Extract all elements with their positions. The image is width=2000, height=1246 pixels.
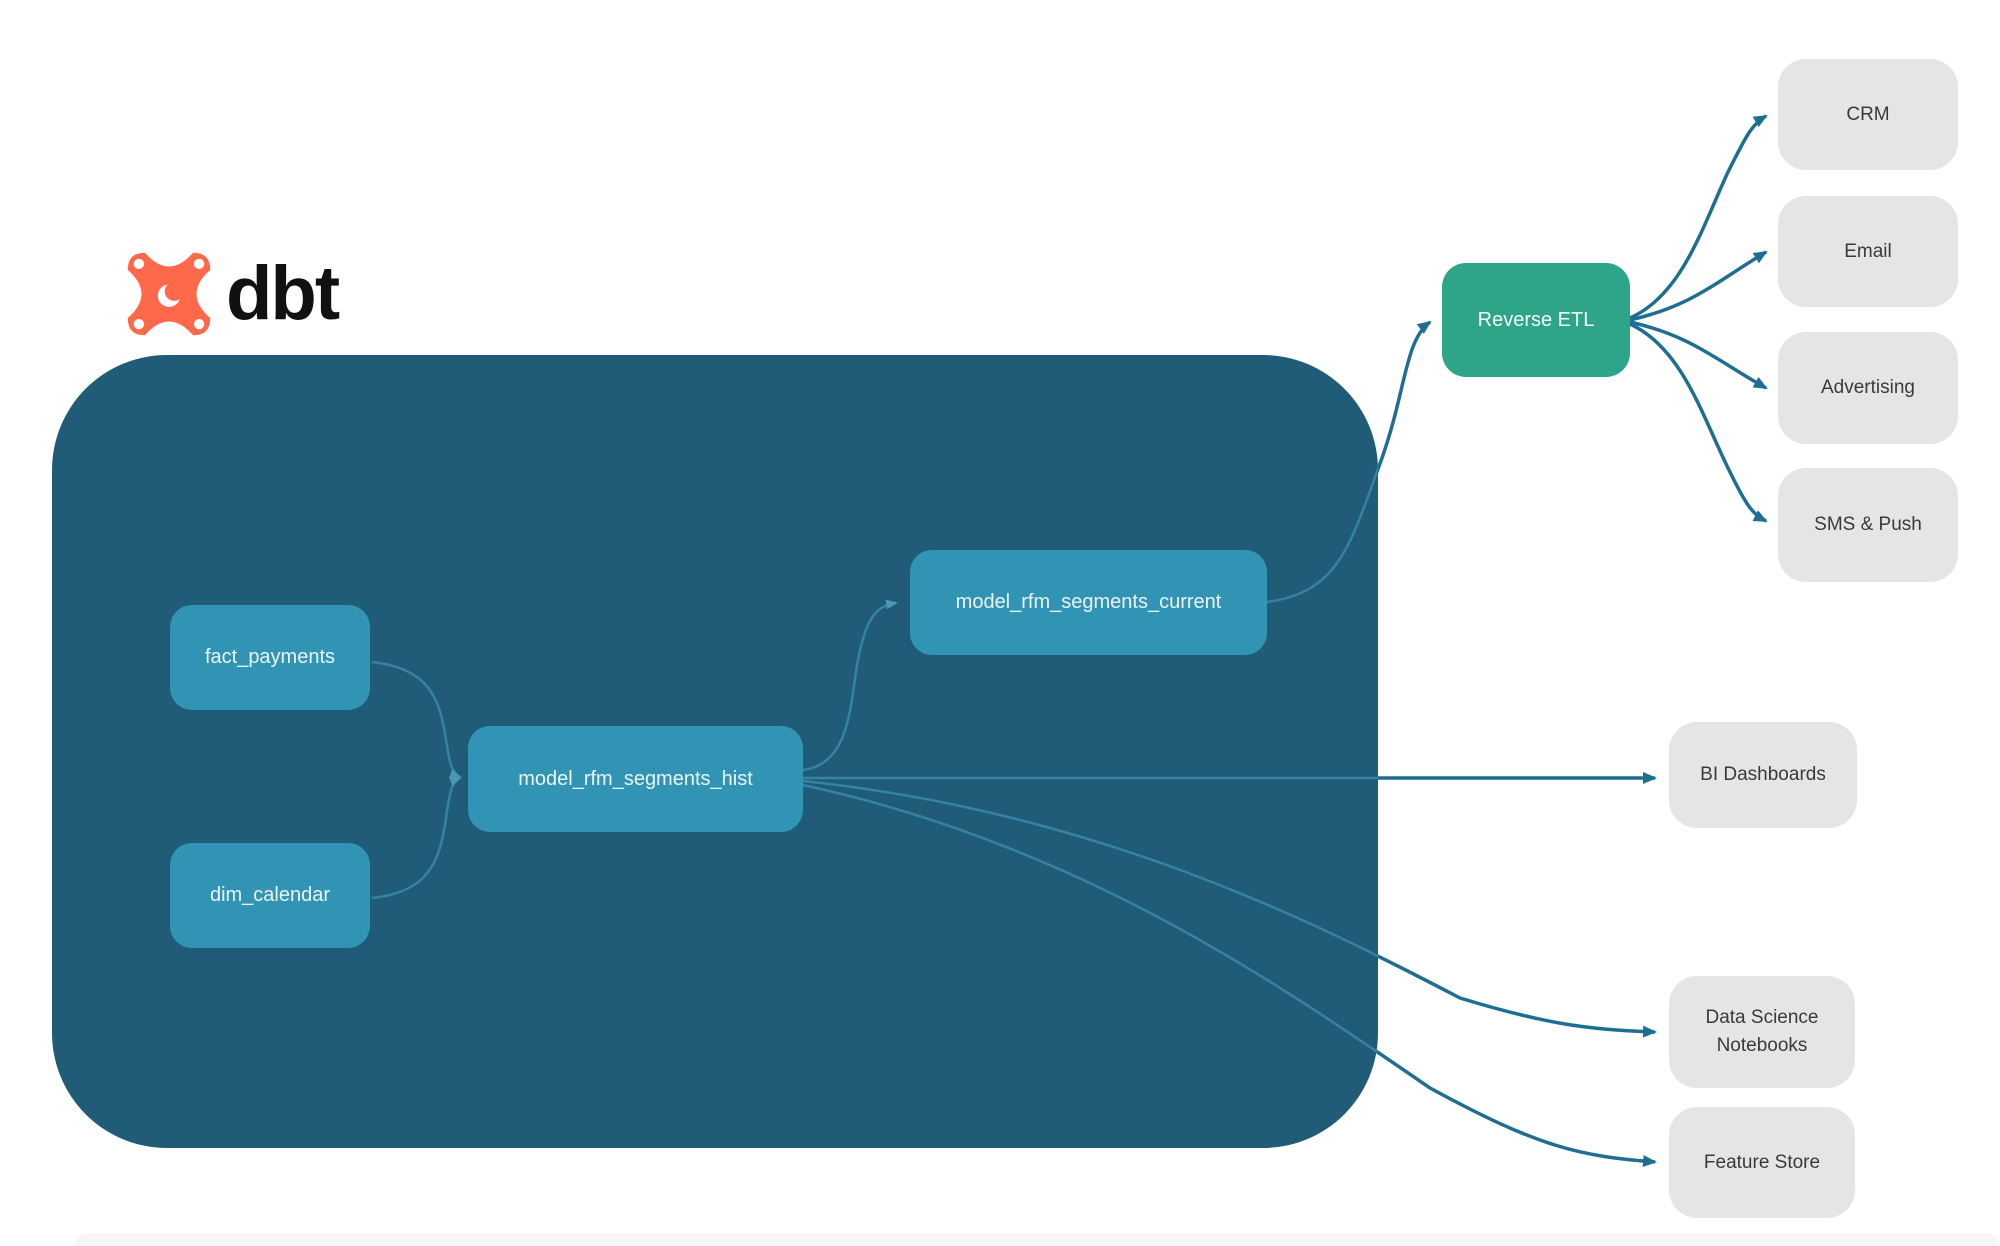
edge-reverse-etl-to-sms-push	[1629, 322, 1768, 523]
dbt-logo-text: dbt	[226, 251, 340, 336]
node-label: CRM	[1846, 103, 1890, 125]
node-label: Reverse ETL	[1477, 308, 1595, 331]
edge-reverse-etl-to-crm	[1629, 114, 1768, 320]
node-label: Data Science Notebooks	[1705, 1007, 1819, 1056]
edge-reverse-etl-to-advertising	[1629, 320, 1768, 390]
node-bi-dashboards: BI Dashboards	[1669, 722, 1857, 828]
node-reverse-etl: Reverse ETL	[1442, 263, 1630, 377]
bottom-edge-strip	[75, 1233, 2000, 1246]
node-label: Feature Store	[1703, 1151, 1821, 1173]
node-fact-payments: fact_payments	[170, 605, 370, 710]
node-dim-calendar: dim_calendar	[170, 843, 370, 948]
edge-reverse-etl-to-email	[1629, 250, 1768, 322]
node-label: BI Dashboards	[1700, 764, 1826, 786]
node-model-rfm-segments-hist: model_rfm_segments_hist	[468, 726, 803, 832]
node-label: SMS & Push	[1814, 514, 1922, 536]
node-data-science-notebooks: Data Science Notebooks	[1669, 976, 1855, 1088]
node-email: Email	[1778, 196, 1958, 307]
node-label: model_rfm_segments_current	[955, 591, 1222, 613]
node-label: Email	[1844, 240, 1892, 262]
node-feature-store: Feature Store	[1669, 1107, 1855, 1218]
dbt-logo: dbt	[126, 250, 340, 338]
node-label: Advertising	[1821, 377, 1915, 399]
node-advertising: Advertising	[1778, 332, 1958, 444]
node-crm: CRM	[1778, 59, 1958, 170]
node-label: dim_calendar	[209, 884, 331, 906]
node-sms-push: SMS & Push	[1778, 468, 1958, 582]
dbt-logo-icon	[127, 252, 211, 336]
node-model-rfm-segments-current: model_rfm_segments_current	[910, 550, 1267, 655]
node-label: fact_payments	[204, 646, 336, 668]
node-label: model_rfm_segments_hist	[518, 767, 753, 790]
